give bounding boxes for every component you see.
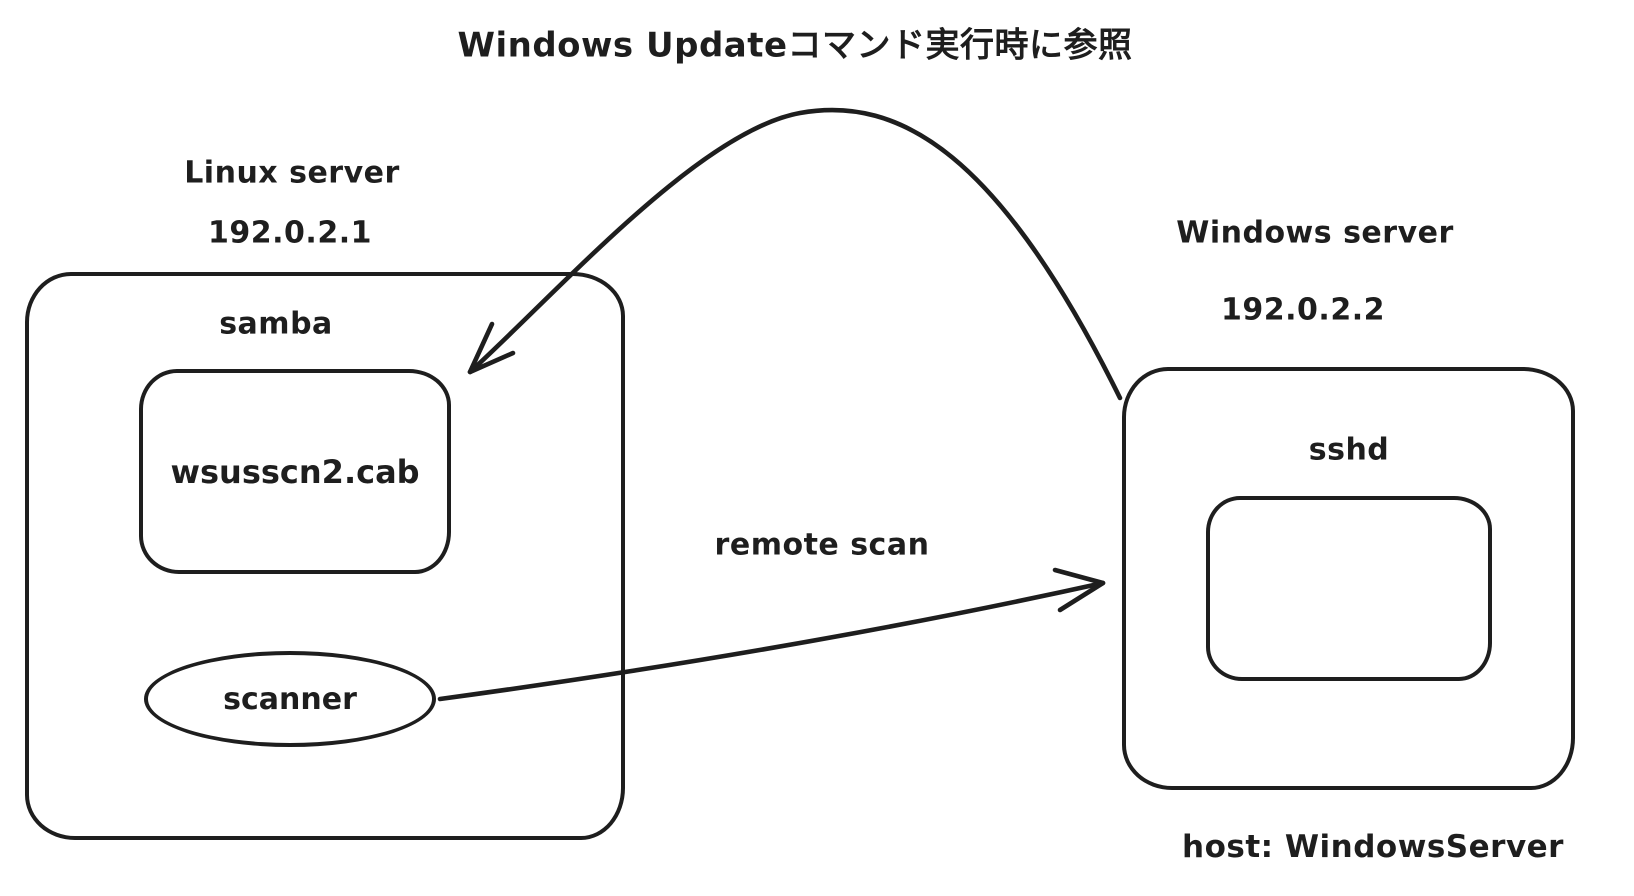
linux-server-title: Linux server xyxy=(184,155,400,191)
sshd-label: sshd xyxy=(1308,432,1390,468)
samba-label: samba xyxy=(219,306,333,342)
windows-server-ip: 192.0.2.2 xyxy=(1221,292,1385,328)
samba-box: wsusscn2.cab xyxy=(139,369,451,574)
windows-server-title: Windows server xyxy=(1176,215,1454,251)
scanner-ellipse: scanner xyxy=(144,651,436,747)
remote-scan-arrowhead-icon xyxy=(1052,567,1106,613)
windows-server-host-caption: host: WindowsServer xyxy=(1182,829,1564,865)
windows-update-arrow-label: Windows Updateコマンド実行時に参照 xyxy=(457,25,1133,66)
scanner-label: scanner xyxy=(223,681,357,717)
linux-server-box: samba wsusscn2.cab scanner xyxy=(25,272,625,840)
remote-scan-label: remote scan xyxy=(714,527,930,563)
windows-server-box: sshd xyxy=(1122,367,1575,790)
linux-server-ip: 192.0.2.1 xyxy=(208,215,372,251)
wsusscn2-cab-label: wsusscn2.cab xyxy=(170,452,420,491)
sshd-box xyxy=(1206,496,1492,681)
